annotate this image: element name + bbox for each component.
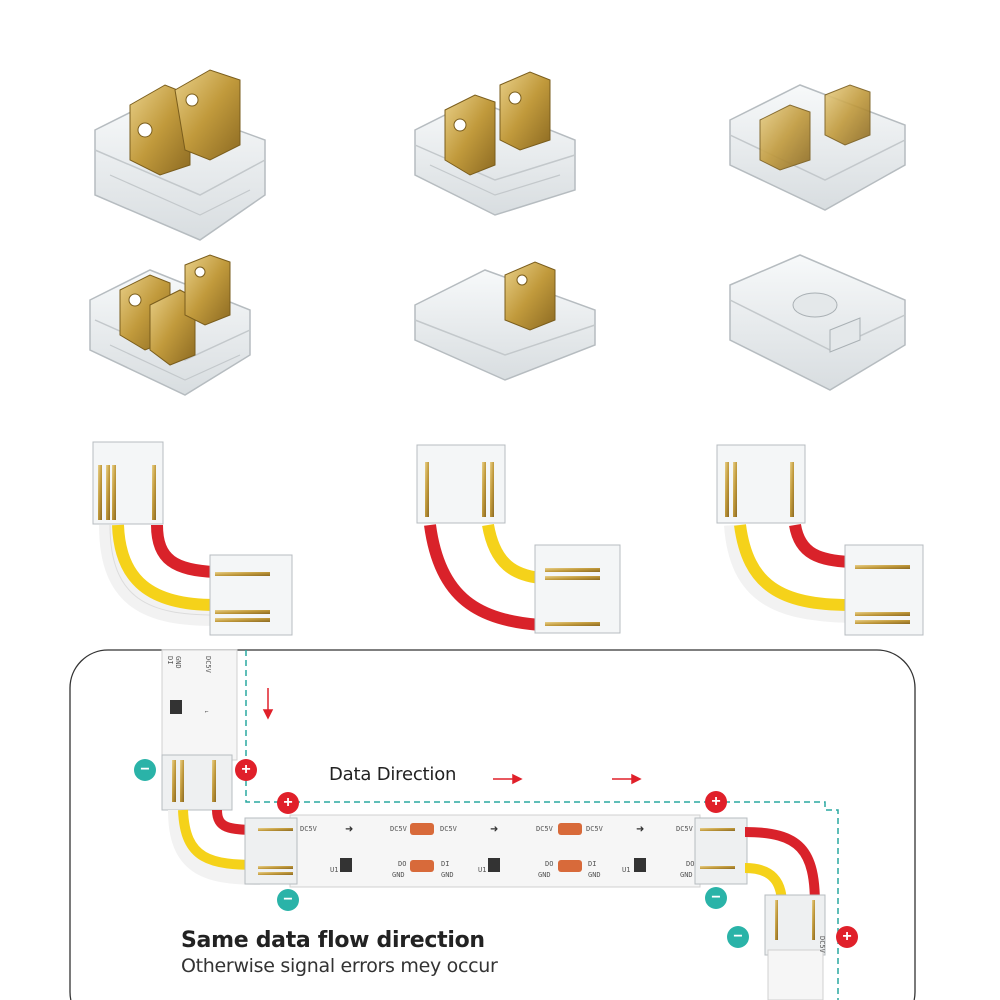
polarity-negative-3: − [705, 887, 727, 909]
svg-text:↓: ↓ [203, 710, 210, 714]
connector-4-image [89, 254, 251, 396]
svg-text:➜: ➜ [636, 824, 644, 835]
pcb-label-gnd-top: GND [174, 656, 182, 669]
pcb-label-di-1: DI [441, 860, 450, 868]
pcb-label-do-3: DO [686, 860, 695, 868]
pcb-label-dc5v-1: DC5V [300, 825, 317, 833]
pcb-label-dc5v-top: DC5V [204, 656, 212, 673]
diagram-frame [69, 649, 916, 1000]
polarity-positive-2: + [277, 792, 299, 814]
pcb-label-u1-1: U1 [330, 866, 339, 874]
polarity-negative-4: − [727, 926, 749, 948]
pcb-label-gnd-1: GND [392, 871, 405, 879]
pcb-label-dc5v-4: DC5V [536, 825, 553, 833]
pcb-label-u1-2: U1 [478, 866, 487, 874]
l-connector-1-image [92, 441, 293, 636]
polarity-negative-2: − [277, 889, 299, 911]
data-direction-label: Data Direction [329, 764, 457, 785]
pcb-label-do-2: DO [545, 860, 554, 868]
pcb-label-gnd-4: GND [588, 871, 601, 879]
connector-1-image [94, 69, 266, 241]
warning-subtitle: Otherwise signal errors mey occur [181, 955, 498, 977]
diagram-left-connector [161, 754, 298, 885]
pcb-label-dc5v-right: DC5V [818, 936, 826, 953]
polarity-positive-1: + [235, 759, 257, 781]
polarity-negative-1: − [134, 759, 156, 781]
warning-title: Same data flow direction [181, 928, 485, 953]
pcb-label-u1-3: U1 [622, 866, 631, 874]
connector-6-image [729, 254, 906, 391]
l-connector-3-image [716, 444, 924, 636]
pcb-label-gnd-2: GND [441, 871, 454, 879]
strip-horizontal: ➜ ➜ ➜ [289, 814, 701, 888]
direction-arrows [262, 688, 642, 785]
connector-2-image [414, 71, 576, 216]
flow-path [245, 650, 839, 1000]
pcb-label-do-1: DO [398, 860, 407, 868]
pcb-label-gnd-3: GND [538, 871, 551, 879]
pcb-label-dc5v-3: DC5V [440, 825, 457, 833]
pcb-label-di-top: DI [166, 656, 174, 665]
l-connector-2-image [416, 444, 621, 634]
strip-top: ↓ [161, 649, 238, 761]
svg-text:➜: ➜ [490, 824, 498, 835]
polarity-positive-4: + [836, 926, 858, 948]
pcb-label-dc5v-2: DC5V [390, 825, 407, 833]
connector-3-image [729, 84, 906, 211]
pcb-label-dc5v-6: DC5V [676, 825, 693, 833]
diagram-right-connector [694, 817, 826, 1000]
pcb-label-dc5v-5: DC5V [586, 825, 603, 833]
svg-text:➜: ➜ [345, 824, 353, 835]
connector-5-image [414, 261, 596, 381]
pcb-label-gnd-5: GND [680, 871, 693, 879]
pcb-label-di-2: DI [588, 860, 597, 868]
polarity-positive-3: + [705, 791, 727, 813]
